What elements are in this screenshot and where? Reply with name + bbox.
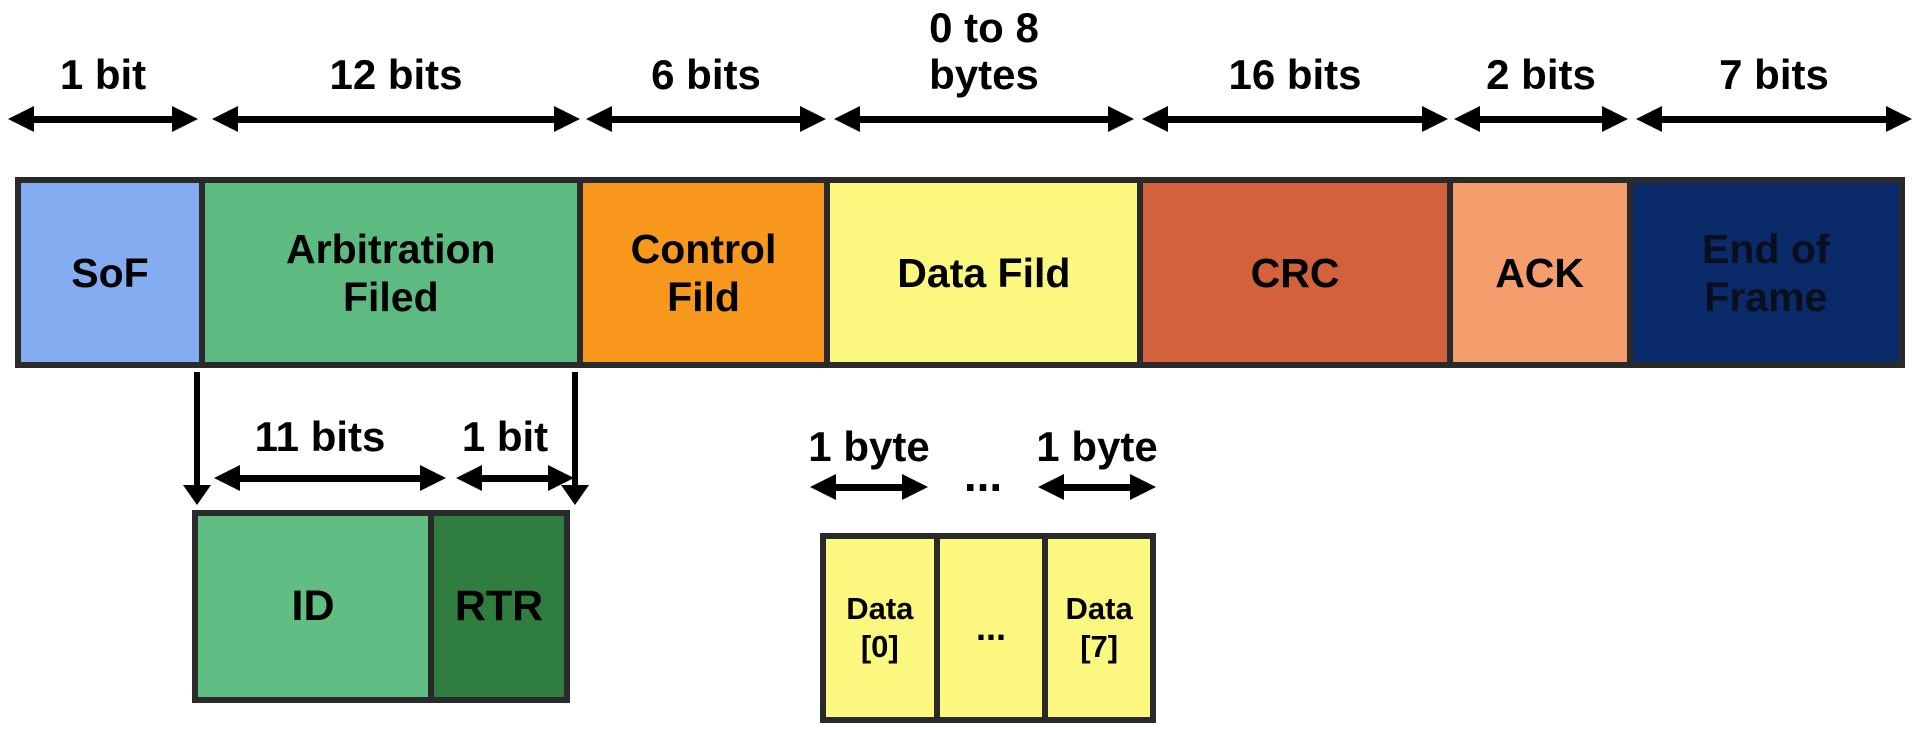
bytes-ellipsis-label: ... xyxy=(963,449,1003,501)
cell-data7: Data [7] xyxy=(1048,539,1151,717)
arbitration-size-label: 12 bits xyxy=(329,51,463,98)
id-width-arrow-icon xyxy=(214,465,446,491)
crc-width-arrow-icon xyxy=(1142,106,1448,132)
control-size-label: 6 bits xyxy=(651,51,761,98)
sof-size-label: 1 bit xyxy=(59,51,147,98)
ack-width-arrow-icon xyxy=(1454,106,1628,132)
eof-width-arrow-icon xyxy=(1636,106,1912,132)
byte0-width-arrow-icon xyxy=(810,474,928,500)
control-width-arrow-icon xyxy=(586,106,826,132)
cell-dots: ... xyxy=(939,539,1043,717)
frame-field-eof: End of Frame xyxy=(1632,183,1900,362)
frame-field-crc: CRC xyxy=(1143,183,1447,362)
frame-field-ack: ACK xyxy=(1452,183,1627,362)
sof-width-arrow-icon xyxy=(8,106,198,132)
data-bytes-box: Data [0] ... Data [7] xyxy=(820,533,1156,723)
data-size-label: 0 to 8 bytes xyxy=(929,4,1039,98)
byte0-size-label: 1 byte xyxy=(808,423,930,470)
arbitration-expand-left-arrow-icon xyxy=(182,372,212,505)
id-rtr-box: ID RTR xyxy=(192,510,570,703)
frame-field-data: Data Fild xyxy=(830,183,1138,362)
frame-field-arbitration: Arbitration Filed xyxy=(204,183,577,362)
eof-size-label: 7 bits xyxy=(1719,51,1829,98)
data-width-arrow-icon xyxy=(834,106,1134,132)
frame-field-sof: SoF xyxy=(21,183,199,362)
rtr-size-label: 1 bit xyxy=(461,413,549,460)
frame-field-control: Control Fild xyxy=(582,183,825,362)
byte7-size-label: 1 byte xyxy=(1036,423,1158,470)
ack-size-label: 2 bits xyxy=(1486,51,1596,98)
crc-size-label: 16 bits xyxy=(1228,51,1362,98)
field-rtr: RTR xyxy=(434,516,564,697)
arbitration-width-arrow-icon xyxy=(212,106,580,132)
cell-data0: Data [0] xyxy=(826,539,934,717)
frame-fields-row: SoF Arbitration Filed Control Fild Data … xyxy=(15,177,1905,368)
byte7-width-arrow-icon xyxy=(1038,474,1156,500)
field-id: ID xyxy=(198,516,428,697)
id-size-label: 11 bits xyxy=(254,413,386,460)
rtr-width-arrow-icon xyxy=(456,465,574,491)
